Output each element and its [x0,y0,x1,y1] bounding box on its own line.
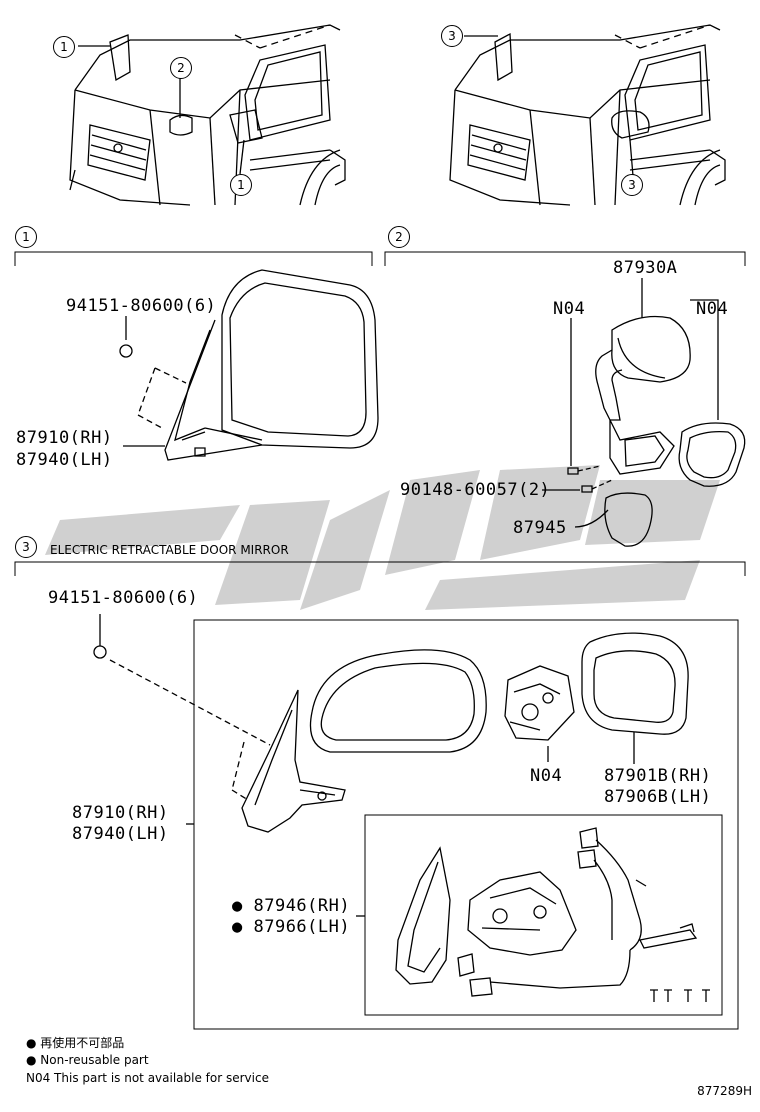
part-87945-label: 87945 [513,518,567,538]
n04-label-motor: N04 [530,766,563,786]
callout-3-top: 3 [441,25,463,47]
part-87946-label: ● 87946(RH) [232,896,351,916]
section-3-title: ELECTRIC RETRACTABLE DOOR MIRROR [50,543,289,557]
legend-jp-text: 再使用不可部品 [40,1036,125,1050]
n04-label-left: N04 [553,299,586,319]
part-87901B-label: 87901B(RH) [604,766,712,786]
callout-1-top: 1 [53,36,75,58]
part-87940-label-s1: 87940(LH) [16,450,113,470]
part-87930A-label: 87930A [613,258,678,278]
legend-jp: ● 再使用不可部品 [26,1036,125,1050]
section1-mirror-illustration [119,269,379,461]
part-94151-label-s1: 94151-80600(6) [66,296,217,316]
section3-mirror-illustration [93,614,710,1002]
section-frames [14,251,746,1030]
part-87906B-label: 87906B(LH) [604,787,712,807]
watermark-logo [45,465,720,610]
n04-label-right: N04 [696,299,729,319]
part-87946-text: 87946(RH) [253,896,351,916]
callout-2-top: 2 [170,57,192,79]
legend-en-text: Non-reusable part [40,1053,149,1067]
section-1-marker: 1 [15,226,37,248]
callout-3-lower: 3 [621,174,643,196]
legend-en: ● Non-reusable part [26,1053,149,1067]
part-94151-label-s3: 94151-80600(6) [48,588,199,608]
diagram-code: 877289H [697,1084,752,1098]
section-3-marker: 3 [15,536,37,558]
part-87910-label-s3: 87910(RH) [72,803,169,823]
part-87940-label-s3: 87940(LH) [72,824,169,844]
callout-1-lower: 1 [230,174,252,196]
legend-n04: N04 This part is not available for servi… [26,1071,269,1085]
van-illustration-right [449,24,726,206]
section2-mirror-illustration [542,278,746,547]
van-illustration-left [69,24,346,206]
section-2-marker: 2 [388,226,410,248]
part-87966-text: 87966(LH) [253,917,351,937]
part-87966-label: ● 87966(LH) [232,917,351,937]
part-90148-label: 90148-60057(2) [400,480,551,500]
part-87910-label-s1: 87910(RH) [16,428,113,448]
